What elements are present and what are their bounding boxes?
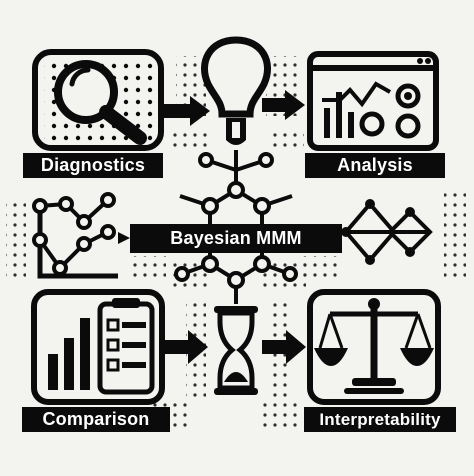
- interpretability-label: Interpretability: [304, 407, 456, 432]
- checklist-icon: [97, 298, 155, 395]
- magnifier-icon: [54, 60, 147, 145]
- interpretability-panel: [307, 289, 441, 405]
- arrow-icon: [163, 96, 210, 126]
- diagnostics-panel: [32, 49, 164, 151]
- analysis-label: Analysis: [305, 153, 445, 178]
- comparison-label: Comparison: [22, 407, 170, 432]
- dashboard-icon: [322, 81, 421, 139]
- lightbulb-icon: [201, 36, 271, 145]
- analysis-panel: [307, 51, 439, 151]
- comparison-panel: [31, 289, 165, 405]
- arrow-icon: [262, 90, 305, 120]
- line-graph-icon: [32, 192, 130, 279]
- arrow-icon: [262, 330, 306, 364]
- hourglass-icon: [214, 306, 258, 395]
- network-nodes: [174, 152, 298, 289]
- diagnostics-label: Diagnostics: [23, 153, 163, 178]
- balance-scale-icon: [314, 298, 434, 394]
- bar-chart-icon: [48, 318, 90, 390]
- bayesian-mmm-label: Bayesian MMM: [130, 224, 342, 253]
- arrow-icon: [164, 330, 208, 364]
- diamond-node-icon: [341, 199, 433, 265]
